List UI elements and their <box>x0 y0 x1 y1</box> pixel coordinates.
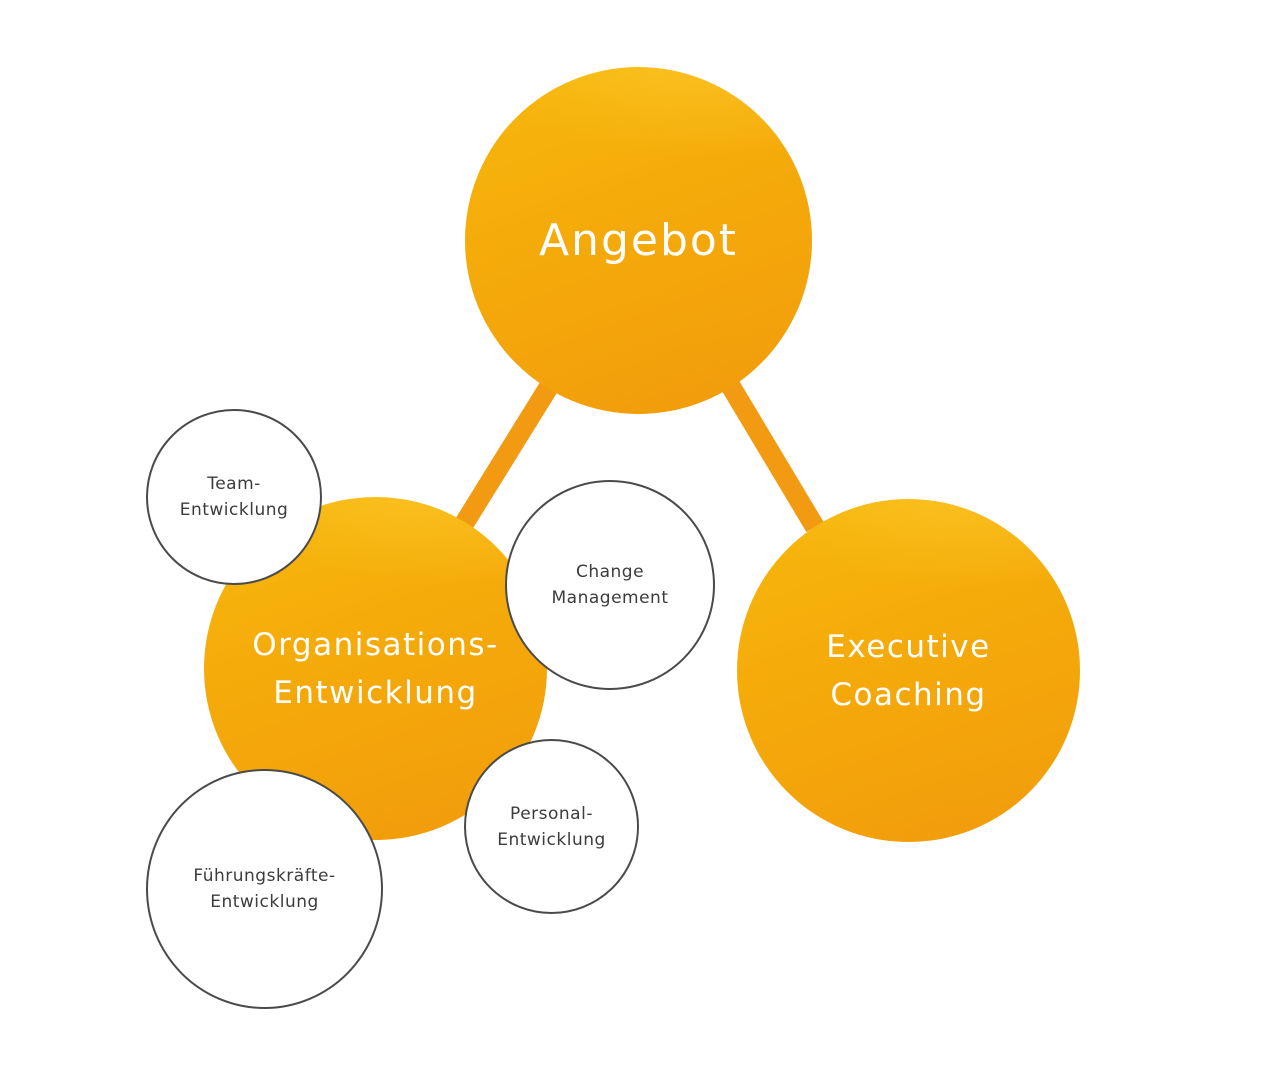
node-angebot: Angebot <box>465 67 812 414</box>
node-change-management: Change Management <box>505 480 715 690</box>
node-personal-entwicklung-label-line2: Entwicklung <box>497 829 606 850</box>
node-fuehrungskraefte-entwicklung: Führungskräfte- Entwicklung <box>146 769 383 1009</box>
node-organisations-entwicklung-label-line1: Organisations- <box>252 626 499 663</box>
node-team-entwicklung-label-line1: Team- <box>207 474 261 494</box>
node-personal-entwicklung-label-line1: Personal- <box>510 803 593 824</box>
node-executive-coaching-label-line2: Coaching <box>830 676 987 713</box>
node-fuehrungskraefte-entwicklung-label-line2: Entwicklung <box>210 892 319 912</box>
node-change-management-label-line1: Change <box>575 562 645 582</box>
connector-angebot-executive <box>721 379 824 533</box>
node-team-entwicklung-label-line2: Entwicklung <box>179 500 289 520</box>
node-team-entwicklung: Team- Entwicklung <box>146 409 322 585</box>
node-change-management-label-line2: Management <box>551 588 669 608</box>
node-executive-coaching-label-line1: Executive <box>826 628 991 665</box>
node-organisations-entwicklung-label-line2: Entwicklung <box>273 674 478 711</box>
node-executive-coaching: Executive Coaching <box>737 499 1080 842</box>
node-angebot-label: Angebot <box>538 215 739 266</box>
connector-angebot-organisation <box>453 379 559 533</box>
node-fuehrungskraefte-entwicklung-label-line1: Führungskräfte- <box>193 866 336 886</box>
node-personal-entwicklung: Personal- Entwicklung <box>464 739 639 914</box>
